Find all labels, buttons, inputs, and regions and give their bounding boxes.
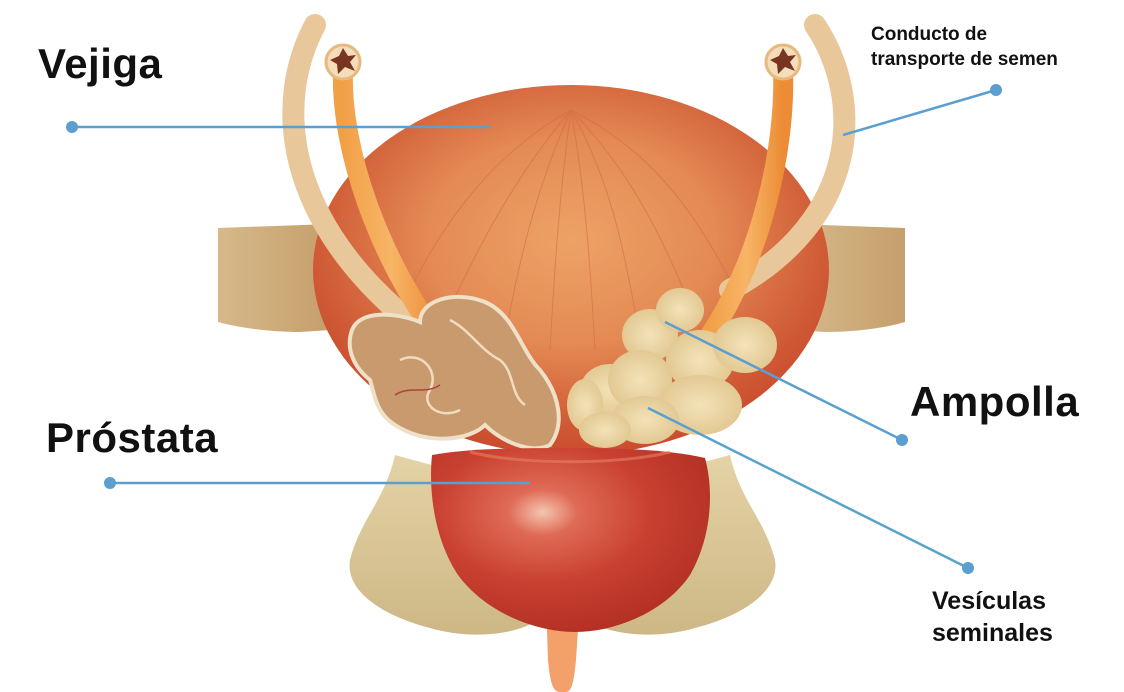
label-ampulla: Ampolla [910,378,1080,425]
label-seminal-vesicles: Vesículas seminales [932,585,1053,649]
duct-leader [842,84,1002,137]
label-seminal-vesicles-line1: Vesículas [932,587,1046,615]
ampulla-leader [664,320,908,446]
duct-left [332,60,450,350]
vesicles-leader [647,406,974,574]
ampulla [324,43,802,350]
pelvic-bone-left [218,224,330,332]
label-semen-duct-line1: Conducto de [871,24,988,45]
vas-deferens-right [719,14,856,301]
seminal-vesicles [347,288,777,451]
seminal-vesicle-right [567,288,777,448]
label-prostate: Próstata [46,414,219,461]
vas-deferens [282,14,856,341]
vas-deferens-left [282,14,431,341]
label-semen-duct: Conducto de transporte de semen [871,22,1058,72]
prostate-leader [104,477,530,489]
duct-right [700,60,794,345]
label-semen-duct-line2: transporte de semen [871,49,1058,70]
label-bladder: Vejiga [38,40,163,87]
leader-lines [66,84,1002,574]
bladder-leader [66,121,490,133]
prostate [431,448,710,632]
duct-cross-section-left [324,43,362,81]
duct-cross-section-right [764,43,802,81]
seminal-vesicle-left [347,294,561,451]
label-seminal-vesicles-line2: seminales [932,619,1053,647]
